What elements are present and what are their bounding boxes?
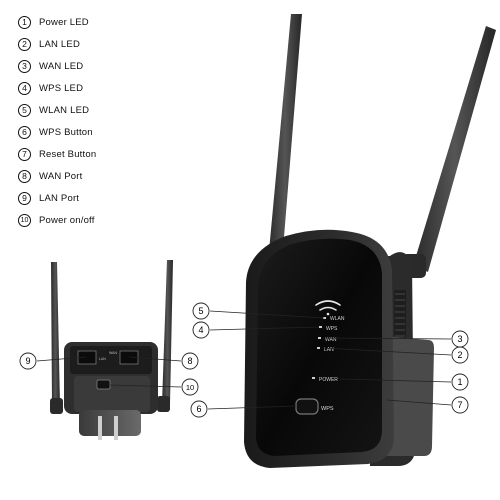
legend-label: Power LED	[39, 16, 89, 28]
callout-9: 9	[19, 352, 37, 370]
left-antenna	[262, 14, 302, 272]
wan-led-label: WAN	[325, 337, 337, 343]
legend-item-wps-led: 4 WPS LED	[18, 80, 83, 96]
rear-right-antenna	[157, 260, 173, 412]
legend-number: 10	[18, 213, 31, 227]
callout-5: 5	[192, 302, 210, 320]
wps-led-label: WPS	[326, 326, 338, 332]
legend-label: WPS LED	[39, 82, 84, 94]
legend-item-reset-button: 7 Reset Button	[18, 146, 96, 162]
svg-text:4: 4	[198, 325, 203, 335]
callout-markers: 5 4 3 2 1 6 7 9 8 10	[19, 302, 469, 418]
legend-number: 6	[18, 125, 31, 139]
svg-text:6: 6	[196, 404, 201, 414]
wlan-led-label: WLAN	[330, 316, 345, 322]
wall-plug-block	[384, 336, 434, 456]
legend-number: 2	[18, 37, 31, 51]
rear-lan-label: LAN	[99, 357, 106, 361]
power-led	[312, 377, 315, 379]
svg-text:1: 1	[457, 377, 462, 387]
callout-1: 1	[451, 373, 469, 391]
legend-label: LAN Port	[39, 192, 80, 204]
lan-led-label: LAN	[324, 347, 334, 353]
legend-item-wan-led: 3 WAN LED	[18, 58, 83, 74]
lan-led	[317, 347, 320, 349]
main-device: WLAN WPS WAN LAN POWER WPS	[244, 14, 496, 468]
callout-2: 2	[451, 346, 469, 364]
legend-number: 4	[18, 81, 31, 95]
power-switch[interactable]	[96, 379, 111, 390]
legend-label: Power on/off	[39, 214, 95, 226]
ac-plug-housing	[79, 410, 141, 436]
legend-label: WAN Port	[39, 170, 83, 182]
callout-4: 4	[192, 321, 210, 339]
legend-label: WAN LED	[39, 60, 84, 72]
wps-button[interactable]	[295, 398, 319, 415]
callout-8: 8	[181, 352, 199, 370]
plug-prong-right	[114, 416, 118, 440]
svg-text:2: 2	[457, 350, 462, 360]
svg-text:7: 7	[457, 400, 462, 410]
legend-label: WLAN LED	[39, 104, 90, 116]
wan-led	[318, 337, 321, 339]
plug-prong-left	[98, 416, 102, 440]
legend-item-power-led: 1 Power LED	[18, 14, 89, 30]
legend-number: 1	[18, 15, 31, 29]
power-led-label: POWER	[319, 377, 338, 383]
rear-left-antenna	[50, 262, 63, 414]
legend-number: 8	[18, 169, 31, 183]
svg-text:8: 8	[187, 356, 192, 366]
right-antenna	[402, 26, 496, 278]
svg-text:3: 3	[457, 334, 462, 344]
legend-number: 3	[18, 59, 31, 73]
callout-3: 3	[451, 330, 469, 348]
legend-item-lan-port: 9 LAN Port	[18, 190, 79, 206]
rear-plug-block	[74, 376, 150, 412]
rear-wan-label: WAN	[109, 351, 118, 355]
svg-text:9: 9	[25, 356, 30, 366]
legend-item-power-switch: 10 Power on/off	[18, 212, 95, 228]
legend-label: Reset Button	[39, 148, 97, 160]
callout-6: 6	[190, 400, 208, 418]
legend-item-wan-port: 8 WAN Port	[18, 168, 82, 184]
svg-text:10: 10	[186, 383, 194, 392]
callout-10: 10	[181, 378, 199, 396]
legend-item-lan-led: 2 LAN LED	[18, 36, 80, 52]
wps-button-label: WPS	[321, 406, 334, 412]
legend-label: WPS Button	[39, 126, 93, 138]
legend-number: 7	[18, 147, 31, 161]
legend-number: 5	[18, 103, 31, 117]
status-leds	[312, 317, 326, 379]
leader-lines	[36, 310, 452, 410]
legend-number: 9	[18, 191, 31, 205]
legend-label: LAN LED	[39, 38, 81, 50]
rear-device: LAN WAN	[50, 260, 173, 440]
wps-led	[319, 326, 322, 328]
legend-item-wps-button: 6 WPS Button	[18, 124, 93, 140]
legend-item-wlan-led: 5 WLAN LED	[18, 102, 89, 118]
wifi-icon	[315, 300, 341, 316]
wlan-led	[323, 317, 326, 319]
callout-7: 7	[451, 396, 469, 414]
svg-text:5: 5	[198, 306, 203, 316]
